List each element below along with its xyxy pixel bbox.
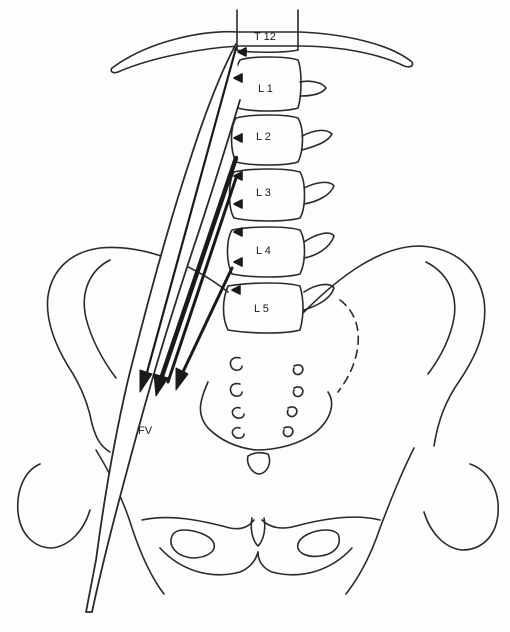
inferior-pubic-ramus bbox=[160, 548, 258, 575]
pubic-arch bbox=[262, 517, 380, 528]
right-ischium bbox=[346, 448, 414, 594]
origin-arrowhead-l4b bbox=[234, 258, 242, 266]
left-iliac-inner bbox=[84, 260, 116, 378]
pubic-symphysis bbox=[251, 518, 265, 546]
psoas-muscle bbox=[86, 44, 240, 612]
left-femoral-head bbox=[18, 464, 90, 548]
pubic-arch bbox=[142, 518, 254, 529]
label-l3: L 3 bbox=[256, 187, 271, 199]
vertebral-column bbox=[224, 10, 335, 333]
inferior-pubic-ramus bbox=[258, 548, 352, 575]
origin-arrowhead-l5 bbox=[232, 286, 240, 294]
sacral-foramen bbox=[230, 358, 242, 371]
spinous-process-l1 bbox=[300, 81, 326, 96]
spinous-process-l4 bbox=[304, 233, 334, 258]
arrowhead bbox=[176, 368, 188, 390]
label-l2: L 2 bbox=[256, 131, 271, 143]
origin-arrowhead-t12 bbox=[238, 48, 246, 56]
sacral-foramen bbox=[232, 428, 244, 439]
left-obturator-foramen bbox=[171, 530, 214, 558]
arrowhead bbox=[154, 374, 168, 396]
label-l4: L 4 bbox=[256, 245, 271, 257]
right-femoral-head bbox=[424, 464, 498, 550]
label-l1: L 1 bbox=[258, 83, 273, 95]
pelvis bbox=[18, 246, 498, 594]
force-arrow-t12 bbox=[146, 48, 236, 376]
origin-arrowhead-l3b bbox=[234, 200, 242, 208]
sacral-foramen bbox=[293, 387, 302, 397]
sacral-foramen bbox=[283, 427, 292, 437]
spinous-process-l3 bbox=[304, 182, 334, 204]
right-obturator-foramen bbox=[298, 530, 339, 556]
sacral-foramen bbox=[230, 384, 242, 397]
sacral-foramen bbox=[293, 365, 302, 375]
label-t12: T 12 bbox=[254, 31, 276, 43]
origin-arrowhead-l2 bbox=[234, 134, 242, 142]
label-fv: FV bbox=[138, 425, 153, 437]
sacral-foramen bbox=[287, 407, 296, 417]
sacral-foramen bbox=[232, 408, 244, 419]
right-iliac-wing bbox=[304, 246, 485, 446]
right-iliac-inner bbox=[426, 262, 455, 374]
sacroiliac-joint bbox=[338, 300, 358, 392]
label-l5: L 5 bbox=[254, 303, 269, 315]
spinous-process-l2 bbox=[302, 130, 332, 150]
coccyx bbox=[248, 453, 270, 474]
sacrum bbox=[200, 382, 331, 450]
